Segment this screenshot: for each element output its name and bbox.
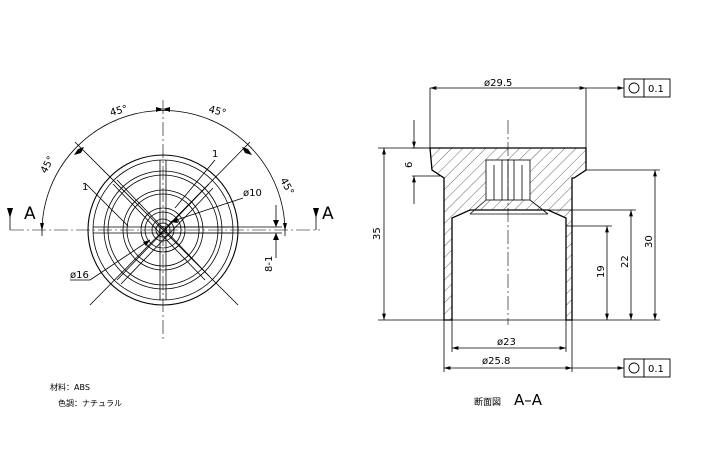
rib-circle-2 <box>107 174 219 286</box>
dim-total-h: 35 <box>372 227 383 240</box>
mid-circle <box>122 189 204 271</box>
rib-count-label: 8-1 <box>264 256 275 272</box>
section-view: ø29.5 6 35 30 22 19 ø23 ø <box>372 78 660 372</box>
angle-arrows <box>40 107 287 231</box>
inner-circle-2 <box>144 211 182 249</box>
rib-label-left: 1 <box>82 182 88 193</box>
outer-circle <box>87 154 239 306</box>
section-mark-left: A <box>24 204 36 224</box>
color-note: 色調：ナチュラル <box>58 398 122 408</box>
tolerance-value-bottom: 0.1 <box>648 364 664 375</box>
angle-label-top-left: 45° <box>109 104 129 119</box>
dia-inner-label: ø10 <box>243 188 262 199</box>
tolerance-box-top: 0.1 <box>623 78 671 98</box>
tolerance-box-bottom: 0.1 <box>623 358 671 378</box>
dim-body: ø25.8 <box>482 356 510 367</box>
dim-bore: ø23 <box>497 337 516 348</box>
angle-label-top-right: 45° <box>207 104 227 119</box>
dim-30: 30 <box>644 235 655 248</box>
rib-circle <box>103 170 223 290</box>
mid-circle-2 <box>126 193 200 267</box>
section-mark-right: A <box>322 204 334 224</box>
rib-leader-right <box>174 159 216 209</box>
section-caption-id: A–A <box>514 391 543 409</box>
material-note: 材料：ABS <box>50 382 90 392</box>
angle-arc <box>41 110 286 233</box>
tolerance-value-top: 0.1 <box>648 84 664 95</box>
hub-circle-2 <box>155 222 171 238</box>
dia-inner-leader <box>169 197 244 223</box>
hub-center <box>159 226 167 234</box>
dim-top-dia: ø29.5 <box>484 78 512 89</box>
rib-label-right: 1 <box>212 149 218 160</box>
circularity-icon <box>628 82 640 94</box>
rib-leader-left <box>85 183 129 227</box>
dim-22: 22 <box>620 255 631 268</box>
angle-label-left: 45° <box>39 155 57 176</box>
inner-circle <box>140 207 186 253</box>
section-body <box>429 147 587 321</box>
hub-circle <box>151 218 175 242</box>
dim-19: 19 <box>596 265 607 278</box>
dia-outer-leader <box>89 239 151 281</box>
diag-line-1 <box>74 141 239 306</box>
section-caption-jp: 断面図 <box>474 396 501 408</box>
dim-flange-h: 6 <box>404 162 415 168</box>
angle-label-right: 45° <box>277 176 295 197</box>
dia-outer-label: ø16 <box>70 270 89 281</box>
outer-circle-2 <box>92 159 234 301</box>
front-view: 45° 45° 45° 45° 1 1 ø10 ø16 8-1 A A <box>7 100 334 340</box>
circularity-icon <box>628 362 640 374</box>
diag-line-2 <box>89 141 251 306</box>
